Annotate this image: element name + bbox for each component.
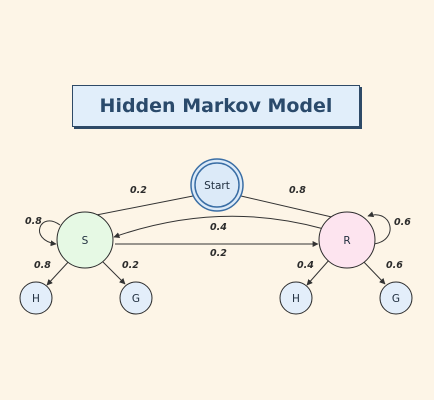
- edge-r-to-h: [306, 258, 331, 286]
- emission-s-h-label: H: [32, 293, 40, 305]
- edge-r-to-s: [113, 215, 325, 239]
- emission-r-g-label: G: [392, 293, 400, 305]
- edge-label-s-to-g: 0.2: [122, 260, 139, 271]
- state-s-node: S: [56, 211, 114, 269]
- state-r-label: R: [343, 235, 350, 247]
- edge-label-r-self: 0.6: [394, 217, 411, 228]
- edge-s-self-loop: [39, 220, 61, 247]
- diagram-title: Hidden Markov Model: [99, 95, 333, 117]
- edge-r-to-g: [360, 258, 386, 285]
- edge-label-start-to-s: 0.2: [130, 185, 147, 196]
- emission-r-h-node: H: [279, 281, 313, 315]
- start-node-label: Start: [204, 180, 230, 192]
- emission-s-g-label: G: [132, 293, 140, 305]
- edge-r-self-loop: [367, 211, 391, 245]
- edge-label-r-to-h: 0.4: [297, 260, 314, 271]
- edge-label-s-to-h: 0.8: [34, 260, 51, 271]
- emission-s-h-node: H: [19, 281, 53, 315]
- edge-label-s-to-r: 0.2: [210, 248, 227, 259]
- emission-s-g-node: G: [119, 281, 153, 315]
- emission-r-h-label: H: [292, 293, 300, 305]
- emission-r-g-node: G: [379, 281, 413, 315]
- title-box: Hidden Markov Model: [72, 85, 360, 127]
- state-r-node: R: [318, 211, 376, 269]
- edge-s-to-h: [46, 258, 72, 286]
- state-s-label: S: [82, 235, 89, 247]
- edge-s-to-g: [99, 258, 126, 285]
- start-node: Start: [190, 158, 244, 212]
- edge-label-r-to-g: 0.6: [386, 260, 403, 271]
- edge-label-r-to-s: 0.4: [210, 222, 227, 233]
- edge-label-s-self: 0.8: [25, 216, 42, 227]
- edge-label-start-to-r: 0.8: [289, 185, 306, 196]
